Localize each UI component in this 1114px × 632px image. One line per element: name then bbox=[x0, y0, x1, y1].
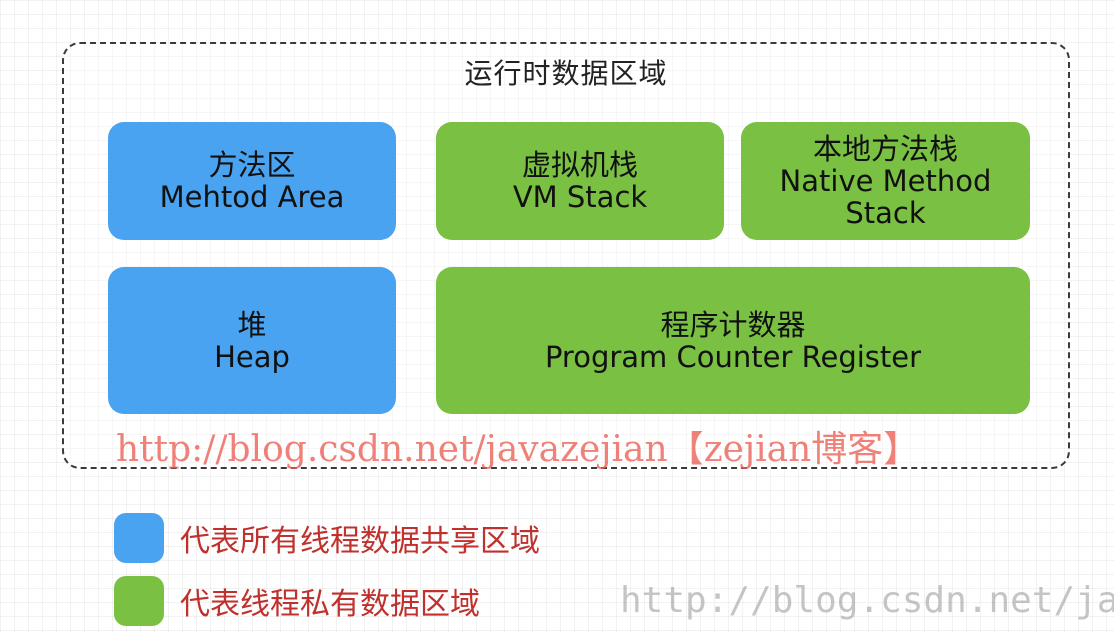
blog-url-watermark: http://blog.csdn.net/javazejian【zejian博客… bbox=[116, 429, 920, 470]
legend-private-swatch bbox=[114, 576, 164, 626]
program-counter-register-box: 程序计数器 Program Counter Register bbox=[436, 267, 1030, 414]
method-area-label-cn: 方法区 bbox=[208, 148, 296, 182]
program-counter-register-label-cn: 程序计数器 bbox=[660, 307, 806, 342]
legend-shared-item: 代表所有线程数据共享区域 bbox=[114, 513, 540, 563]
legend-private-item: 代表线程私有数据区域 bbox=[114, 576, 480, 626]
runtime-data-area-title: 运行时数据区域 bbox=[464, 57, 668, 90]
vm-stack-label-cn: 虚拟机栈 bbox=[521, 148, 638, 182]
method-area-label-en: Mehtod Area bbox=[159, 180, 345, 214]
method-area-box: 方法区 Mehtod Area bbox=[108, 122, 396, 240]
legend-shared-swatch bbox=[114, 513, 164, 563]
heap-label-cn: 堆 bbox=[237, 307, 267, 342]
heap-label-en: Heap bbox=[214, 339, 290, 374]
native-method-stack-label-en-2: Stack bbox=[845, 196, 926, 230]
program-counter-register-label-en: Program Counter Register bbox=[544, 339, 922, 374]
native-method-stack-label-en-1: Native Method bbox=[779, 164, 992, 198]
vm-stack-box: 虚拟机栈 VM Stack bbox=[436, 122, 724, 240]
heap-box: 堆 Heap bbox=[108, 267, 396, 414]
legend-private-label: 代表线程私有数据区域 bbox=[180, 587, 480, 622]
legend-shared-label: 代表所有线程数据共享区域 bbox=[180, 524, 540, 559]
corner-url-watermark: http://blog.csdn.net/java bbox=[620, 580, 1114, 621]
vm-stack-label-en: VM Stack bbox=[512, 180, 648, 214]
native-method-stack-box: 本地方法栈 Native Method Stack bbox=[741, 122, 1030, 240]
native-method-stack-label-cn: 本地方法栈 bbox=[812, 132, 958, 166]
